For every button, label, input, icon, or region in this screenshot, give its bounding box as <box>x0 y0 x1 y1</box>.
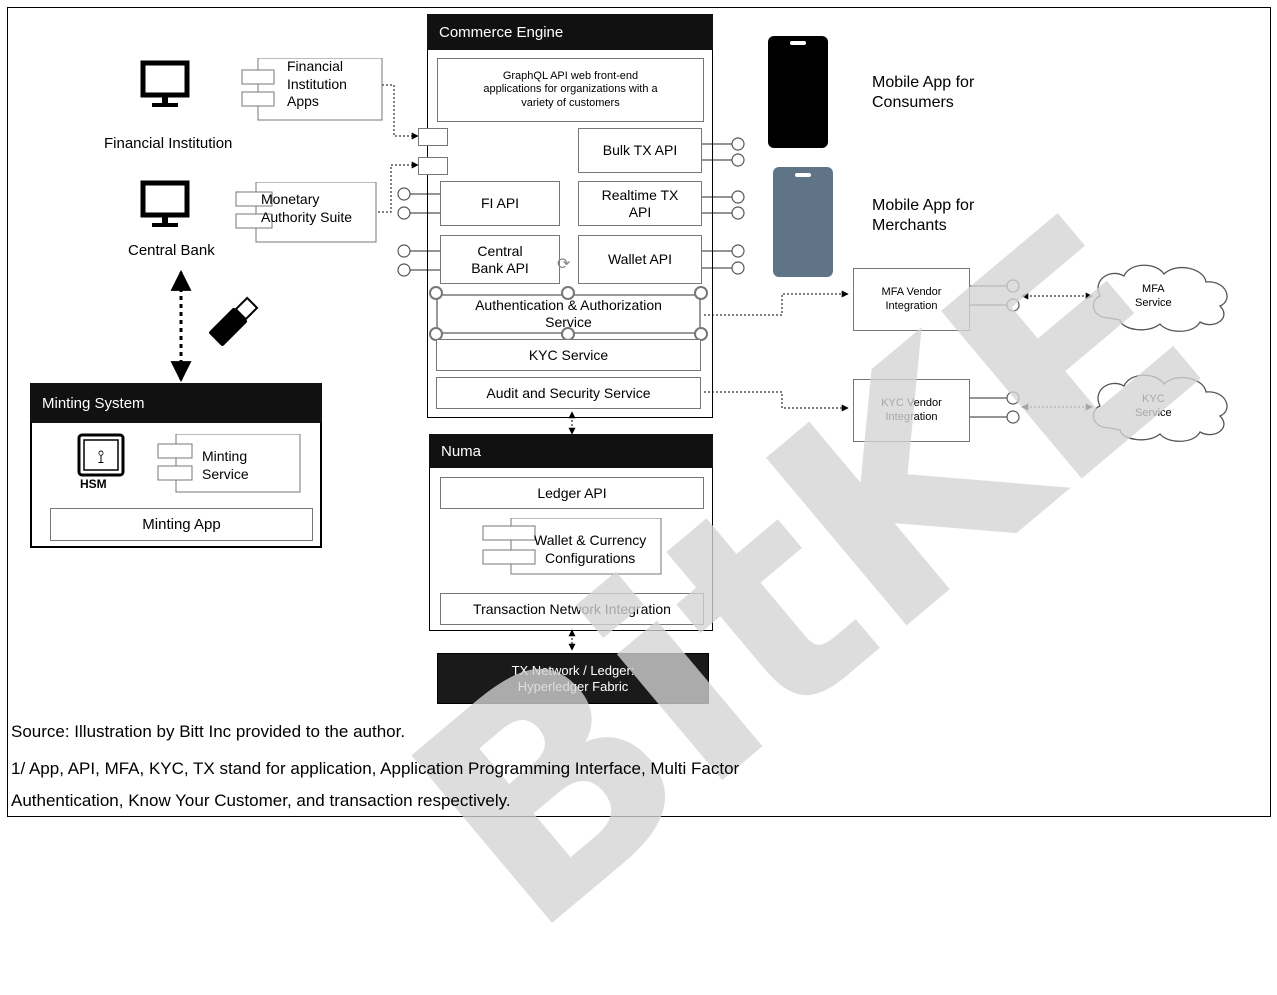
bulk-tx-api-box: Bulk TX API <box>578 128 702 173</box>
minting-system-header: Minting System <box>30 383 322 423</box>
component-icon <box>157 434 301 493</box>
graphql-box: GraphQL API web front-end applications f… <box>437 58 704 122</box>
kyc-cloud <box>1092 374 1228 442</box>
usb-key-icon <box>209 296 259 346</box>
interface-box <box>418 157 448 175</box>
monetary-suite-label: Monetary Authority Suite <box>261 191 353 225</box>
central-bank-label: Central Bank <box>128 242 215 259</box>
fi-apps-label: Financial Institution Apps <box>287 58 347 109</box>
ledger-api-box: Ledger API <box>440 477 704 509</box>
kyc-service-label: KYC Service <box>1135 393 1172 419</box>
kyc-service-box: KYC Service <box>436 339 701 371</box>
mfa-service-label: MFA Service <box>1135 283 1172 309</box>
audit-service-box: Audit and Security Service <box>436 377 701 409</box>
mobile-merchants-label: Mobile App for Merchants <box>872 197 975 234</box>
refresh-icon: ⟳ <box>557 256 571 273</box>
hsm-chip-icon: ⟟ <box>77 433 125 477</box>
financial-institution-label: Financial Institution <box>104 135 233 152</box>
kyc-vendor-integration-box: KYC Vendor Integration <box>853 379 970 442</box>
monitor-icon <box>140 180 190 227</box>
minting-app-box: Minting App <box>50 508 313 541</box>
mobile-consumers-label: Mobile App for Consumers <box>872 74 975 111</box>
component-icon <box>235 182 377 243</box>
svg-text:⟟: ⟟ <box>98 447 105 468</box>
minting-service-label: Minting Service <box>202 448 249 482</box>
component-icon <box>482 518 662 575</box>
wallet-api-box: Wallet API <box>578 235 702 284</box>
component-icon <box>241 58 383 121</box>
abbreviation-note-line2: Authentication, Know Your Customer, and … <box>11 791 511 810</box>
phone-icon-merchant <box>773 167 833 277</box>
monitor-icon <box>140 60 190 107</box>
figure-frame <box>7 7 1271 817</box>
source-caption: Source: Illustration by Bitt Inc provide… <box>11 722 406 741</box>
central-bank-api-box: Central Bank API <box>440 235 560 284</box>
realtime-tx-api-box: Realtime TX API <box>578 181 702 226</box>
mfa-vendor-integration-box: MFA Vendor Integration <box>853 268 970 331</box>
fi-api-box: FI API <box>440 181 560 226</box>
tx-network-integration-box: Transaction Network Integration <box>440 593 704 625</box>
numa-header: Numa <box>429 434 713 468</box>
hsm-label: HSM <box>80 477 107 491</box>
commerce-engine-header: Commerce Engine <box>427 14 713 50</box>
tx-network-box: TX Network / Ledger: Hyperledger Fabric <box>437 653 709 704</box>
wallet-config-label: Wallet & Currency Configurations <box>534 532 647 566</box>
phone-icon-consumer <box>768 36 828 148</box>
interface-box <box>418 128 448 146</box>
connector-lines <box>170 84 1228 651</box>
abbreviation-note-line1: 1/ App, API, MFA, KYC, TX stand for appl… <box>11 759 740 778</box>
mfa-cloud <box>1092 264 1228 332</box>
selection-handles <box>429 286 708 341</box>
